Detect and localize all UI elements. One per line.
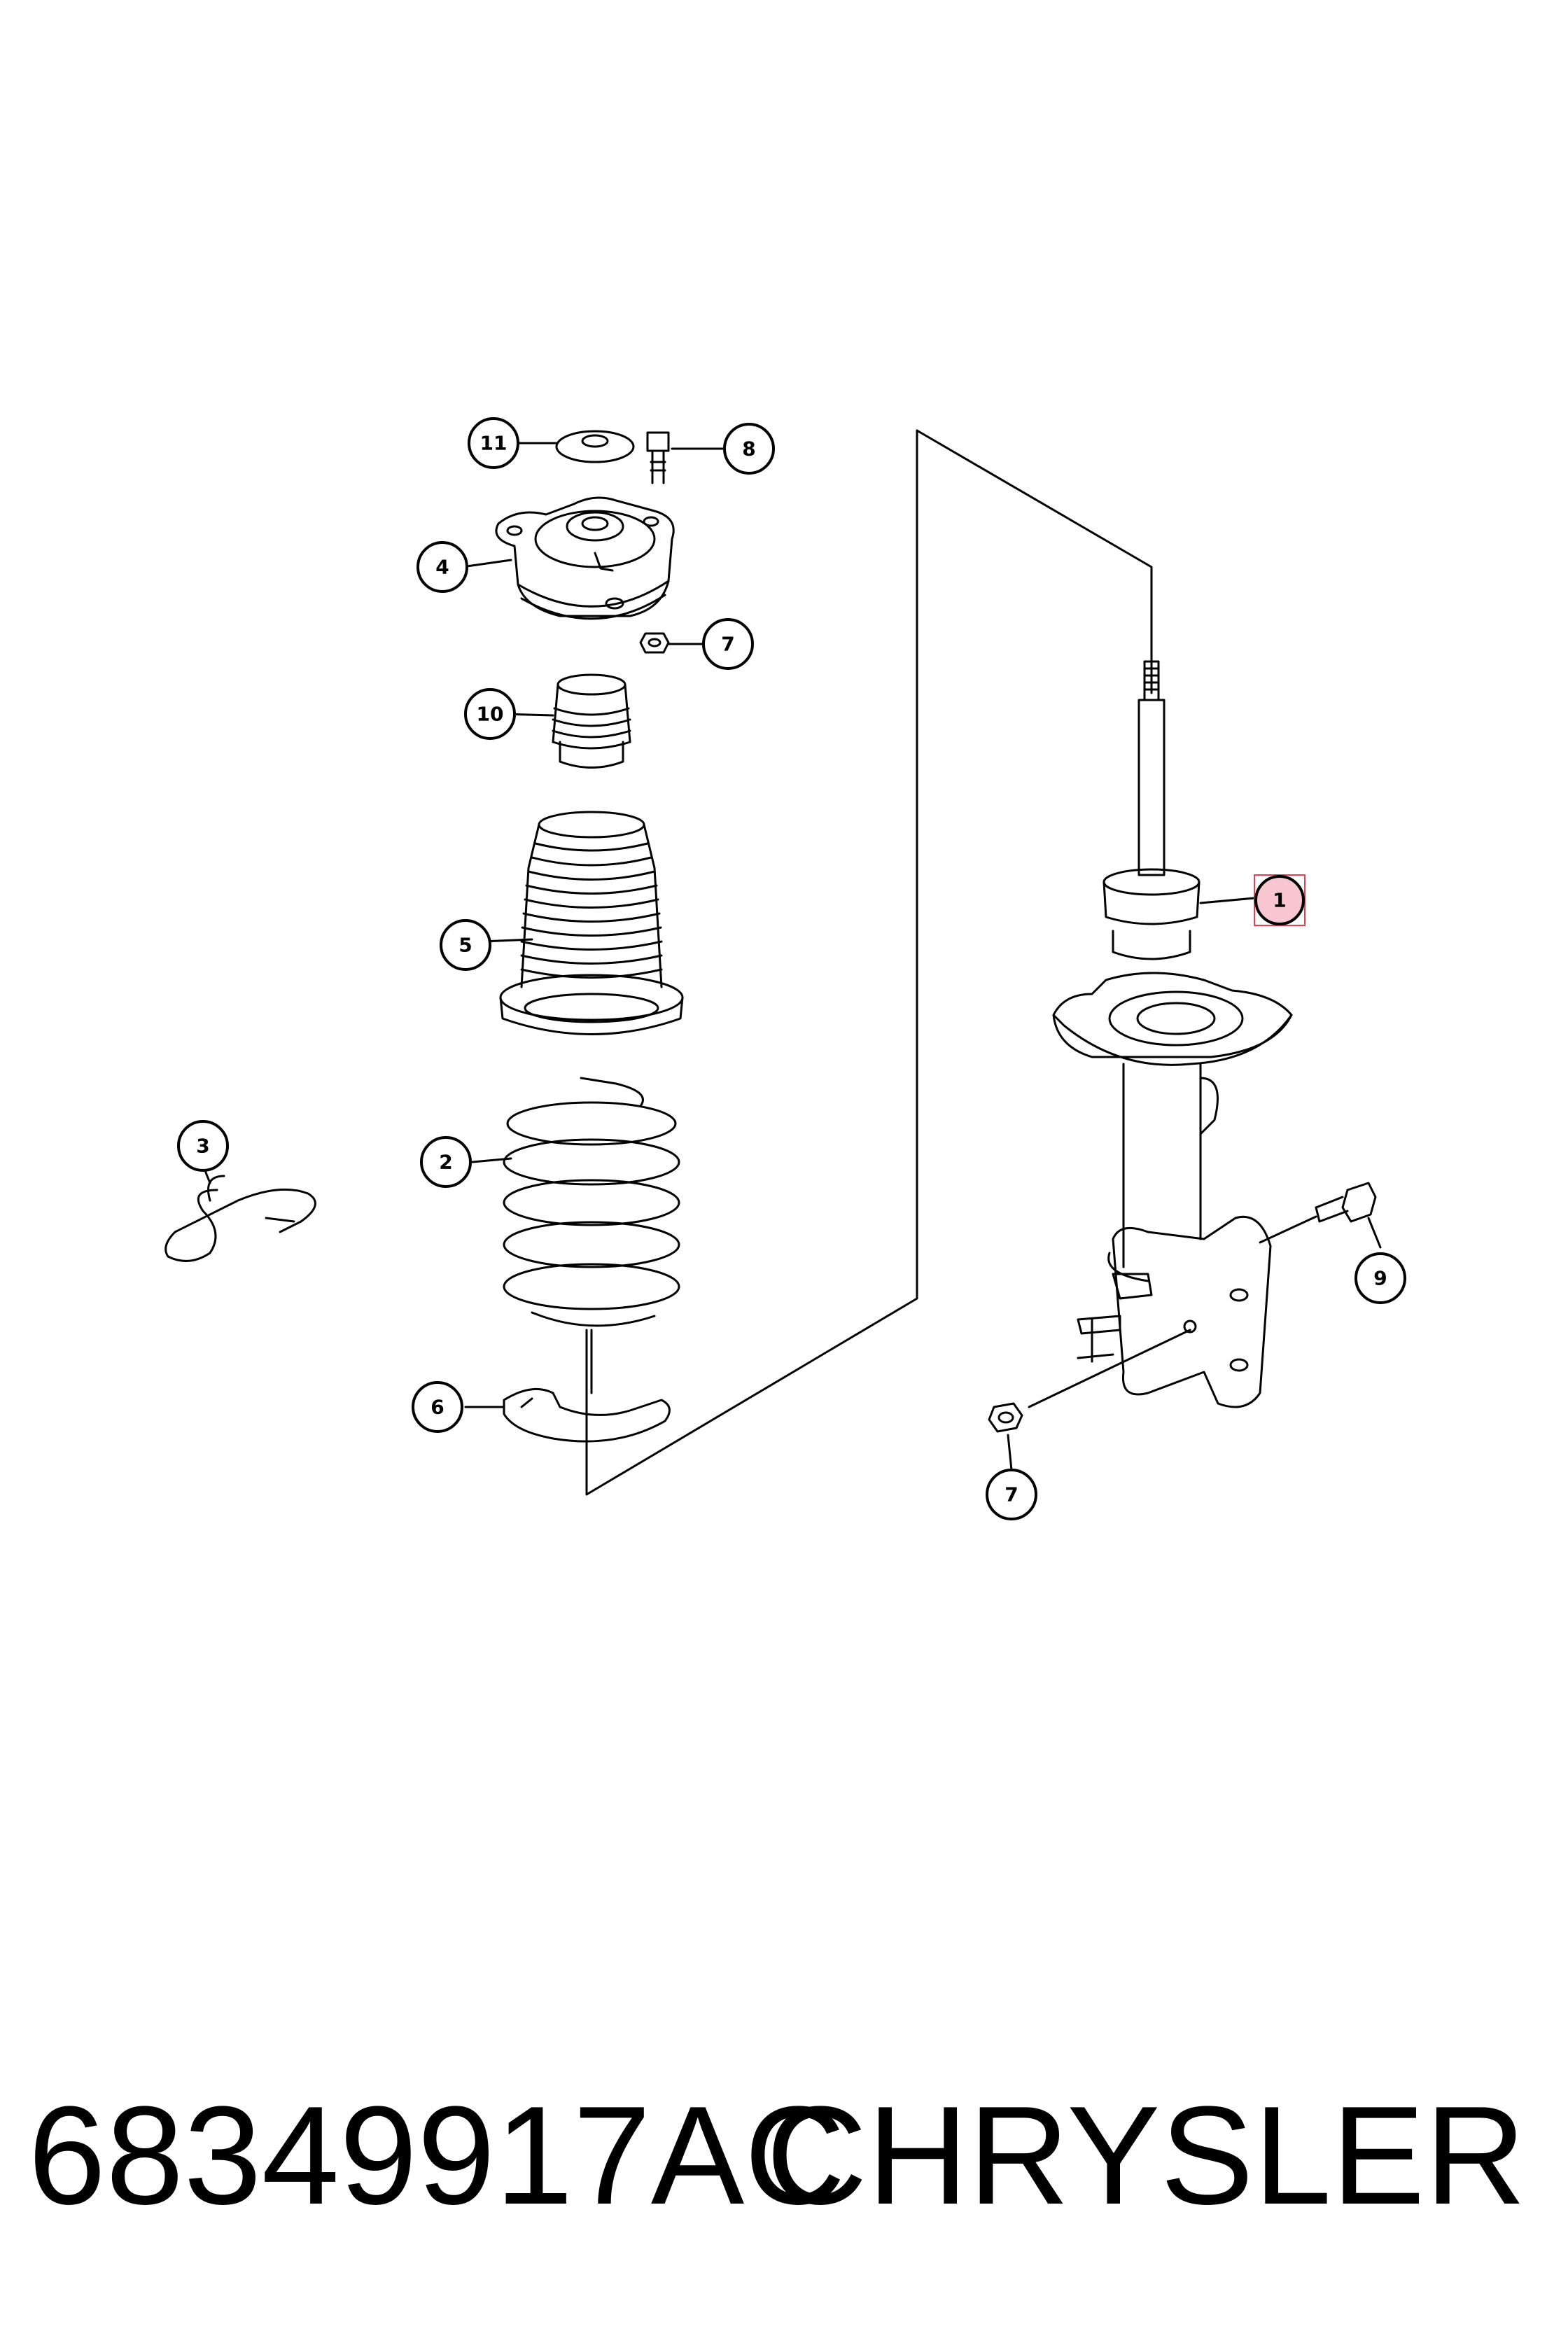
callout-2-label: 2 [439,1151,452,1174]
part-1-strut-assembly [1052,660,1293,1408]
callout-2 [420,1136,472,1188]
callout-4 [416,541,468,593]
brand-label: CHRYSLER [766,2078,1526,2234]
leader-lines [202,442,1382,1471]
callout-1-label: 1 [1273,889,1286,912]
part-number-label: 68349917AC [28,2078,846,2234]
callout-11-label: 11 [480,432,507,455]
callout-7b-label: 7 [1004,1483,1018,1506]
part-10-jounce-bumper [552,673,631,769]
part-4-upper-mount [495,496,675,620]
part-8-bolt [646,431,670,484]
callout-5-label: 5 [458,934,472,957]
callout-8 [723,423,775,475]
assembly-guide-line [916,429,1153,694]
part-2-coil-spring [503,1077,680,1394]
callout-1 [1254,875,1305,925]
callout-10 [464,688,516,740]
assembly-guide-line-lower [585,429,918,1496]
callout-5 [440,919,491,971]
part-5-dust-boot [499,811,684,1035]
callout-7a-label: 7 [721,633,734,656]
callout-4-label: 4 [435,556,449,579]
part-9-knuckle-bolt [1259,1182,1377,1244]
callout-7a [702,618,754,670]
part-3-spring-clip [164,1175,316,1262]
part-11-top-cap [555,430,635,463]
callout-6-label: 6 [430,1396,444,1419]
callout-1-highlight [1254,874,1306,926]
callout-3 [177,1120,229,1172]
callout-3-label: 3 [196,1135,209,1158]
part-6-spring-isolator [503,1387,671,1443]
callout-7b [986,1469,1037,1520]
callout-9 [1354,1252,1406,1304]
callout-6 [412,1381,463,1433]
callout-11 [468,417,519,469]
callout-9-label: 9 [1373,1267,1387,1290]
callout-8-label: 8 [742,438,755,461]
part-7-nut-upper [639,632,670,654]
part-7-nut-lower [988,1329,1191,1433]
callout-10-label: 10 [477,703,504,726]
